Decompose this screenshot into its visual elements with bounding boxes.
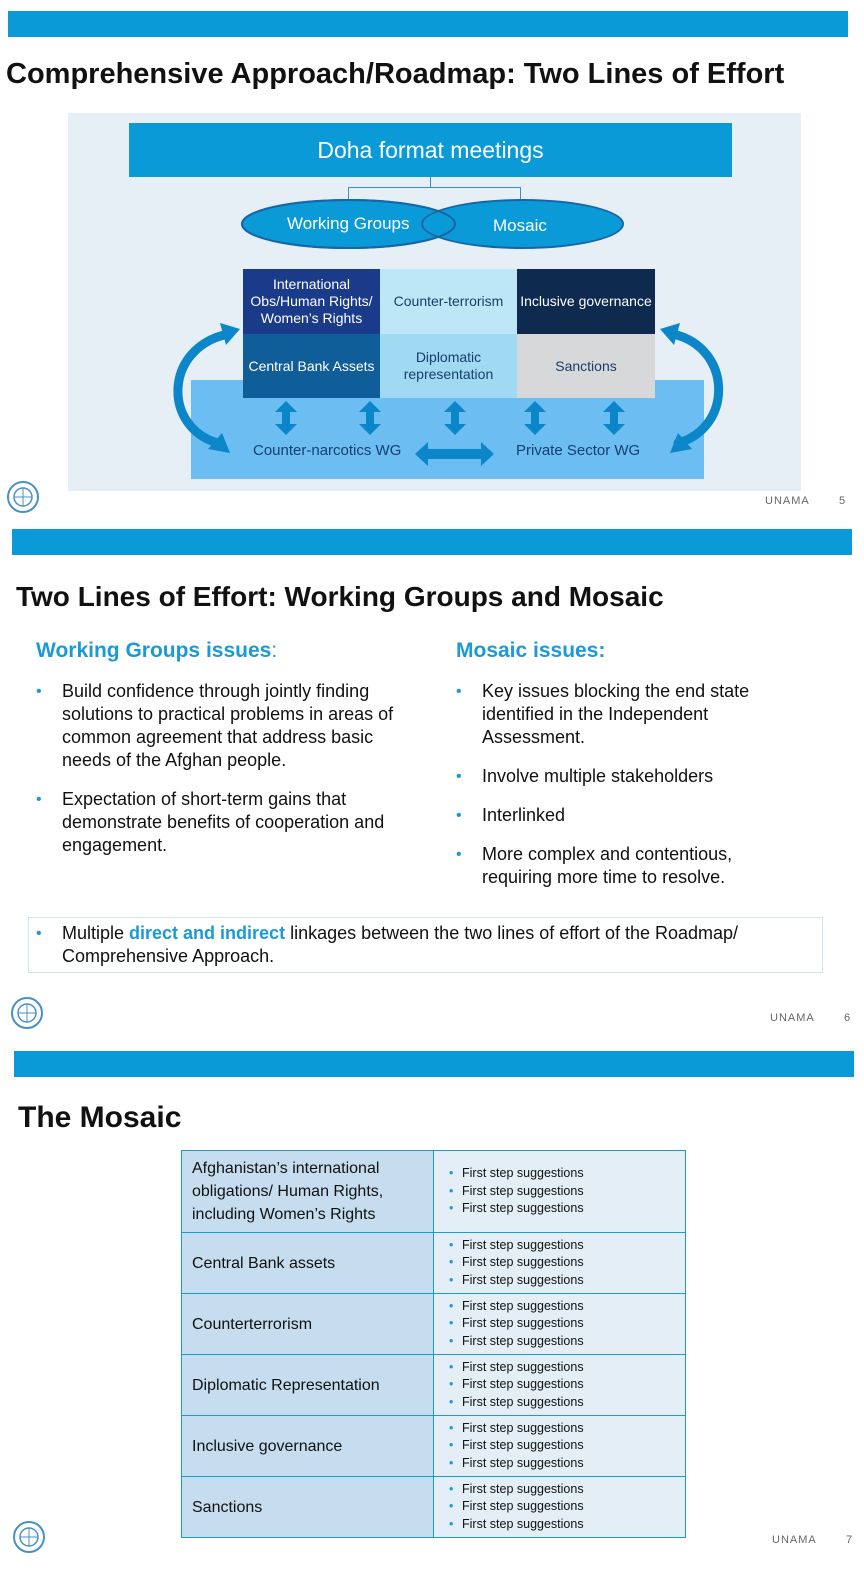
suggestion-item: First step suggestions [449, 1165, 685, 1183]
curved-arrow-icon [173, 329, 724, 448]
suggestion-item: First step suggestions [449, 1254, 685, 1272]
slide-6: Two Lines of Effort: Working Groups and … [0, 520, 864, 1042]
suggestion-item: First step suggestions [449, 1516, 685, 1534]
slide-title: Two Lines of Effort: Working Groups and … [16, 581, 664, 612]
suggestions-cell: First step suggestions First step sugges… [433, 1354, 686, 1416]
connector-line [348, 187, 521, 188]
suggestions-cell: First step suggestions First step sugges… [433, 1415, 686, 1477]
connector-line [520, 187, 521, 201]
suggestion-item: First step suggestions [449, 1237, 685, 1255]
connector-line [430, 177, 431, 188]
working-groups-list: Build confidence through jointly finding… [36, 680, 416, 873]
bullet-dot: • [36, 925, 42, 942]
slide-top-bar [14, 1051, 854, 1077]
tile-inclusive-governance: Inclusive governance [517, 269, 655, 334]
row-label: Counterterrorism [181, 1293, 434, 1355]
suggestion-item: First step suggestions [449, 1394, 685, 1412]
working-groups-heading-text: Working Groups issues [36, 639, 272, 662]
list-item: More complex and contentious, requiring … [456, 843, 796, 889]
table-row: Diplomatic Representation First step sug… [181, 1354, 686, 1416]
page-number: 7 [846, 1534, 853, 1546]
suggestions-cell: First step suggestions First step sugges… [433, 1293, 686, 1355]
counter-narcotics-label: Counter-narcotics WG [253, 442, 402, 459]
note-text-before: Multiple [62, 923, 130, 943]
tile-diplomatic: Diplomatic representation [380, 334, 517, 398]
row-label: Afghanistan’s international obligations/… [181, 1150, 434, 1233]
list-item: Expectation of short-term gains that dem… [36, 788, 416, 857]
page-number: 6 [844, 1012, 851, 1024]
table-row: Central Bank assets First step suggestio… [181, 1232, 686, 1294]
list-item: Involve multiple stakeholders [456, 765, 796, 788]
suggestion-item: First step suggestions [449, 1333, 685, 1351]
roadmap-diagram: Doha format meetings Working Groups Mosa… [68, 113, 801, 491]
suggestion-item: First step suggestions [449, 1376, 685, 1394]
tile-international-obs: International Obs/Human Rights/ Women’s … [243, 269, 380, 334]
list-item: Interlinked [456, 804, 796, 827]
mosaic-table: Afghanistan’s international obligations/… [181, 1150, 686, 1538]
private-sector-label: Private Sector WG [516, 442, 641, 459]
table-row: Counterterrorism First step suggestions … [181, 1293, 686, 1355]
row-label: Sanctions [181, 1476, 434, 1538]
suggestions-cell: First step suggestions First step sugges… [433, 1150, 686, 1233]
heading-colon: : [271, 639, 278, 662]
row-label: Central Bank assets [181, 1232, 434, 1294]
note-text-after: linkages between the two lines of effort… [62, 923, 739, 966]
footer-org: UNAMA [765, 495, 810, 507]
un-emblem-icon [13, 1521, 45, 1553]
slide-5: Comprehensive Approach/Roadmap: Two Line… [0, 0, 864, 520]
suggestion-item: First step suggestions [449, 1200, 685, 1218]
tile-sanctions: Sanctions [517, 334, 655, 398]
tile-central-bank: Central Bank Assets [243, 334, 380, 398]
list-item: Build confidence through jointly finding… [36, 680, 416, 772]
slide-title: Comprehensive Approach/Roadmap: Two Line… [6, 58, 785, 90]
un-emblem-icon [11, 997, 43, 1029]
mosaic-label: Mosaic [493, 216, 547, 235]
connector-line [348, 187, 349, 201]
slide-title: The Mosaic [18, 1101, 182, 1134]
page-number: 5 [839, 495, 846, 507]
suggestion-item: First step suggestions [449, 1437, 685, 1455]
list-item: Key issues blocking the end state identi… [456, 680, 796, 749]
arrows-layer [173, 323, 724, 466]
suggestion-item: First step suggestions [449, 1359, 685, 1377]
suggestions-cell: First step suggestions First step sugges… [433, 1476, 686, 1538]
note-highlight: direct and indirect [129, 923, 286, 943]
row-label: Inclusive governance [181, 1415, 434, 1477]
ellipse-overlap-outline [241, 199, 456, 249]
tile-counter-terrorism: Counter-terrorism [380, 269, 517, 334]
suggestion-item: First step suggestions [449, 1272, 685, 1290]
table-row: Sanctions First step suggestions First s… [181, 1476, 686, 1538]
working-groups-label: Working Groups [287, 214, 410, 233]
mosaic-heading: Mosaic issues: [456, 639, 606, 662]
double-arrow-icon [275, 401, 625, 466]
suggestion-item: First step suggestions [449, 1183, 685, 1201]
suggestion-item: First step suggestions [449, 1315, 685, 1333]
mosaic-list: Key issues blocking the end state identi… [456, 680, 796, 905]
linkages-note: • Multiple direct and indirect linkages … [28, 917, 823, 973]
working-groups-heading: Working Groups issues: [36, 639, 277, 663]
suggestion-item: First step suggestions [449, 1420, 685, 1438]
suggestion-item: First step suggestions [449, 1455, 685, 1473]
footer-org: UNAMA [770, 1012, 815, 1024]
suggestion-item: First step suggestions [449, 1498, 685, 1516]
table-row: Afghanistan’s international obligations/… [181, 1150, 686, 1233]
row-label: Diplomatic Representation [181, 1354, 434, 1416]
footer-org: UNAMA [772, 1534, 817, 1546]
doha-format-header: Doha format meetings [129, 123, 732, 177]
suggestions-cell: First step suggestions First step sugges… [433, 1232, 686, 1294]
suggestion-item: First step suggestions [449, 1298, 685, 1316]
un-emblem-icon [7, 481, 39, 513]
suggestion-item: First step suggestions [449, 1481, 685, 1499]
slide-top-bar [8, 11, 848, 37]
slide-7: The Mosaic Afghanistan’s international o… [0, 1042, 864, 1581]
slide-top-bar [12, 529, 852, 555]
table-row: Inclusive governance First step suggesti… [181, 1415, 686, 1477]
